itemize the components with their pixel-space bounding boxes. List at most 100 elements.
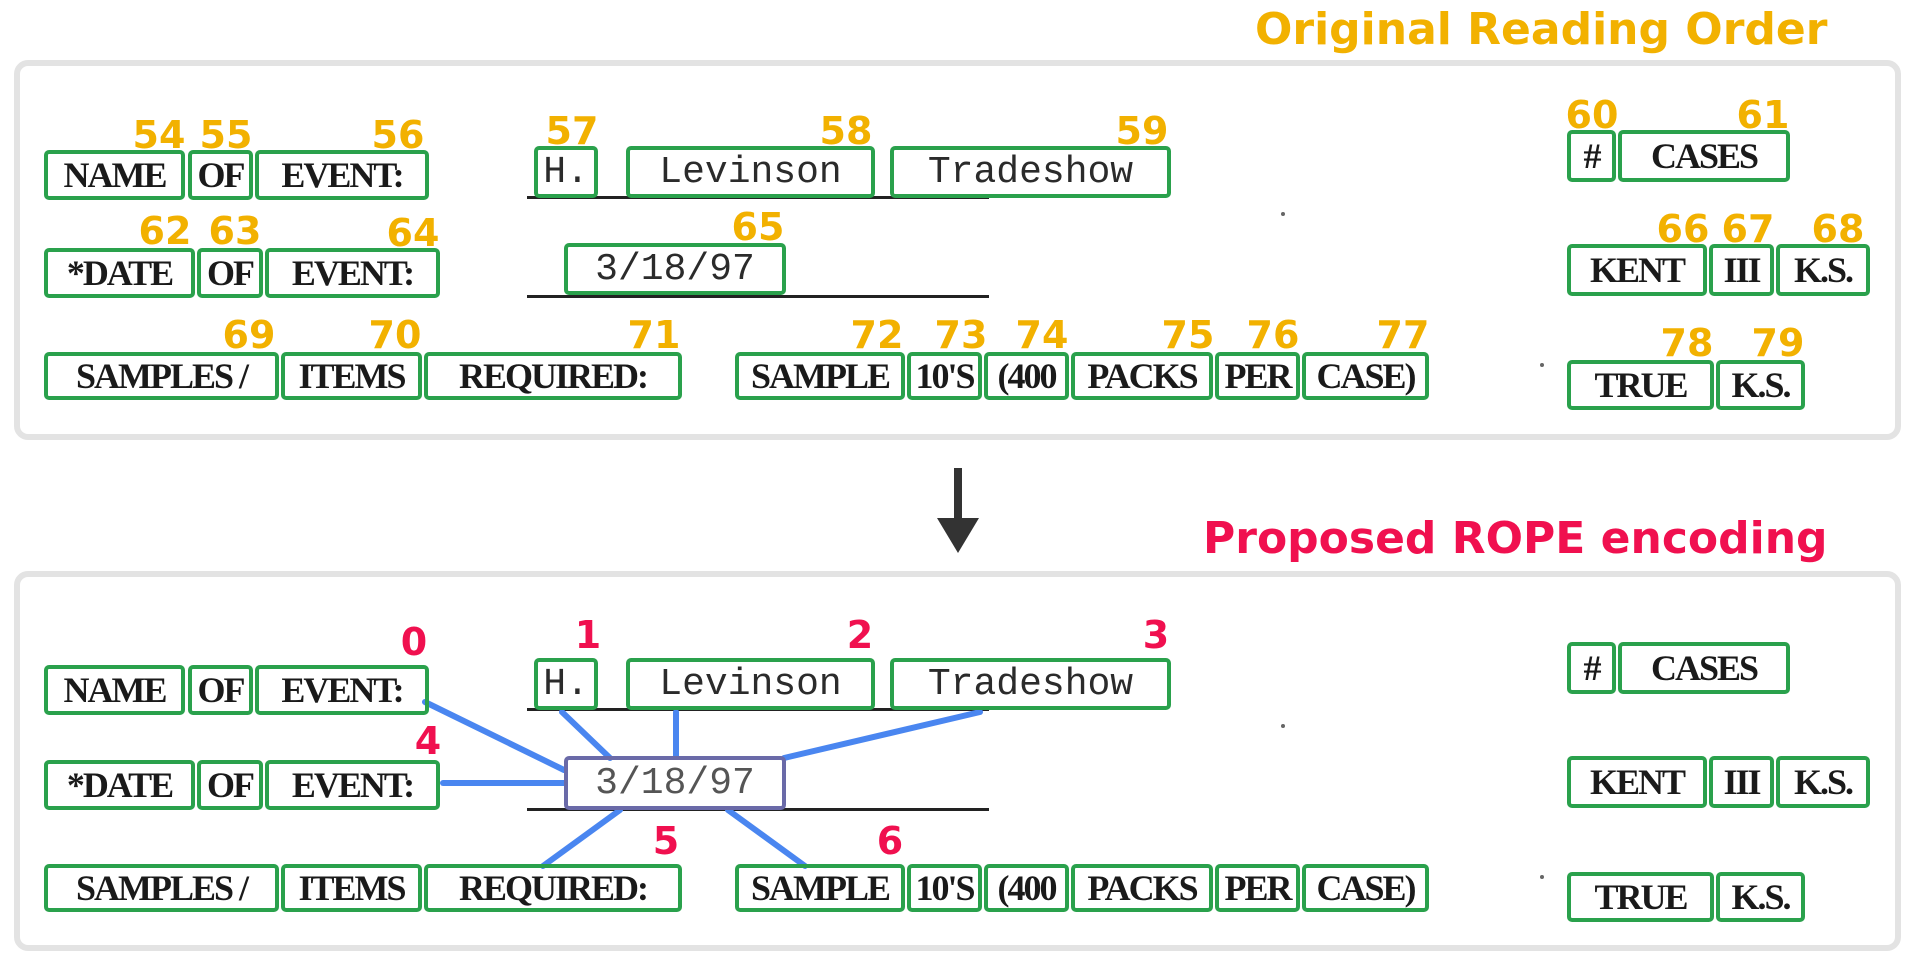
word-box-400 — [984, 864, 1069, 912]
word-samples: SAMPLES / — [75, 356, 249, 396]
word-box-event — [265, 248, 440, 298]
word-box-hash — [1567, 130, 1616, 182]
order-label: 69 — [222, 313, 276, 357]
rope-label: 0 — [400, 620, 428, 664]
word-box-date-value — [564, 243, 786, 295]
word-box-true — [1567, 872, 1714, 922]
word-iii: III — [1723, 250, 1761, 290]
order-label: 62 — [138, 209, 192, 253]
word-box-tens — [907, 864, 982, 912]
order-label: 57 — [545, 109, 599, 153]
bottom-panel — [14, 571, 1901, 951]
word-box-items — [281, 864, 422, 912]
word-true: TRUE — [1594, 365, 1688, 405]
order-label: 63 — [208, 209, 262, 253]
word-box-date — [44, 248, 195, 298]
order-label: 78 — [1660, 321, 1714, 365]
order-label: 61 — [1736, 93, 1790, 137]
word-box-packs — [1071, 352, 1213, 400]
word-box-true — [1567, 360, 1714, 410]
order-label: 70 — [368, 313, 422, 357]
word-tradeshow: Tradeshow — [927, 662, 1134, 706]
word-event: EVENT: — [291, 765, 415, 805]
word-kent: KENT — [1589, 250, 1686, 290]
word-levinson: Levinson — [659, 662, 842, 706]
word-hash: # — [1583, 136, 1602, 176]
word-box-packs — [1071, 864, 1213, 912]
word-tradeshow: Tradeshow — [927, 150, 1134, 194]
order-label: 71 — [627, 313, 681, 357]
word-tens: 10'S — [915, 868, 975, 908]
word-ks: K.S. — [1731, 365, 1791, 405]
order-label: 68 — [1811, 207, 1865, 251]
word-of: OF — [207, 253, 255, 293]
edge-h-to-date — [559, 709, 613, 761]
word-box-hash — [1567, 642, 1616, 694]
word-box-event — [255, 665, 429, 715]
word-of: OF — [207, 765, 255, 805]
rope-label: 2 — [846, 613, 874, 657]
order-label: 79 — [1751, 321, 1805, 365]
word-box-date — [44, 760, 195, 810]
word-sample: SAMPLE — [750, 356, 891, 396]
word-ks: K.S. — [1793, 250, 1854, 290]
word-box-400 — [984, 352, 1069, 400]
word-box-levinson — [626, 658, 875, 710]
word-items: ITEMS — [298, 868, 406, 908]
word-box-samples — [44, 352, 279, 400]
word-box-ks — [1716, 872, 1805, 922]
word-box-ks — [1716, 360, 1805, 410]
rope-label: 5 — [652, 819, 680, 863]
word-kent: KENT — [1589, 762, 1686, 802]
order-label: 75 — [1161, 313, 1215, 357]
word-box-event — [255, 150, 429, 200]
order-label: 67 — [1721, 207, 1775, 251]
word-name: NAME — [63, 670, 168, 710]
word-box-case — [1302, 864, 1429, 912]
order-label: 74 — [1015, 313, 1069, 357]
scan-speck — [1540, 363, 1544, 367]
word-box-of — [197, 760, 263, 810]
edge-tradeshow-to-date — [781, 709, 983, 761]
word-name: NAME — [63, 155, 168, 195]
word-case: CASE) — [1316, 356, 1416, 396]
word-box-ks — [1776, 244, 1870, 296]
word-box-name — [44, 665, 185, 715]
word-of: OF — [197, 670, 246, 710]
word-of: OF — [197, 155, 246, 195]
word-sample: SAMPLE — [750, 868, 891, 908]
word-levinson: Levinson — [659, 150, 842, 194]
word-tens: 10'S — [915, 356, 975, 396]
word-iii: III — [1723, 762, 1761, 802]
scan-speck — [1281, 212, 1285, 216]
word-date-value: 3/18/97 — [595, 247, 755, 291]
word-packs: PACKS — [1087, 868, 1198, 908]
order-label: 58 — [819, 109, 873, 153]
order-label: 76 — [1246, 313, 1300, 357]
word-h: H. — [543, 662, 589, 706]
word-event: EVENT: — [281, 670, 404, 710]
rope-label: 6 — [876, 819, 904, 863]
word-box-sample — [735, 352, 905, 400]
top-panel-title: Original Reading Order — [1255, 4, 1828, 55]
word-box-name — [44, 150, 185, 200]
word-box-event — [265, 760, 440, 810]
word-per: PER — [1224, 356, 1293, 396]
word-box-samples — [44, 864, 279, 912]
word-box-date-value-center — [564, 756, 786, 810]
order-label: 66 — [1656, 207, 1710, 251]
word-ks: K.S. — [1731, 877, 1791, 917]
word-per: PER — [1224, 868, 1293, 908]
word-case: CASE) — [1316, 868, 1416, 908]
word-box-ks — [1776, 756, 1870, 808]
word-400: (400 — [997, 868, 1058, 908]
word-box-kent — [1567, 756, 1707, 808]
order-label: 55 — [199, 113, 253, 157]
order-label: 56 — [371, 113, 425, 157]
order-label: 77 — [1376, 313, 1430, 357]
order-label: 60 — [1565, 93, 1619, 137]
order-label: 54 — [132, 113, 186, 157]
word-box-h — [534, 146, 598, 198]
word-box-kent — [1567, 244, 1707, 296]
